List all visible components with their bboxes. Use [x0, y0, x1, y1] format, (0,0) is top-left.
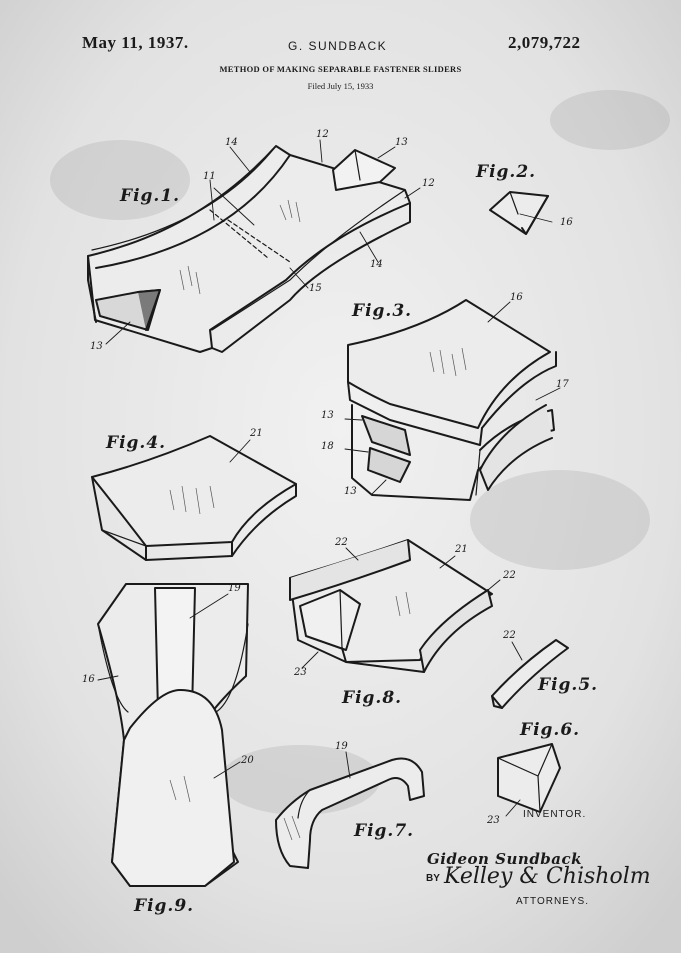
fig8-drawing — [289, 539, 493, 673]
ref-numeral: 16 — [560, 217, 573, 228]
ref-numeral: 21 — [455, 544, 468, 555]
patent-inventor: G. SUNDBACK — [288, 39, 388, 53]
fig3-label: Fig.3. — [352, 301, 413, 321]
ref-numeral: 22 — [503, 630, 516, 641]
patent-date: May 11, 1937. — [82, 33, 189, 52]
ref-numeral: 13 — [395, 137, 408, 148]
fig2-drawing — [489, 191, 553, 235]
ref-numeral: 16 — [510, 292, 523, 303]
fig9-leaders — [97, 593, 241, 779]
ref-numeral: 21 — [250, 428, 263, 439]
ref-numeral: 14 — [370, 259, 383, 270]
fig1-drawing — [87, 145, 411, 353]
fig7-label: Fig.7. — [354, 821, 415, 841]
ref-numeral: 23 — [294, 667, 307, 678]
patent-title: METHOD OF MAKING SEPARABLE FASTENER SLID… — [219, 64, 462, 74]
inventor-name: Gideon Sundback — [427, 850, 583, 868]
fig4-drawing — [91, 435, 297, 561]
ref-numeral: 13 — [344, 486, 357, 497]
fig5-label: Fig.5. — [538, 675, 599, 695]
ref-numeral: 20 — [241, 755, 254, 766]
ref-numeral: 19 — [228, 583, 241, 594]
attorney-signature: Kelley & Chisholm — [444, 864, 651, 889]
fig1-leaders — [105, 139, 421, 345]
ref-numeral: 12 — [422, 178, 435, 189]
fig8-leaders — [301, 547, 501, 669]
inventor-label: INVENTOR. — [523, 809, 587, 820]
fig6-label: Fig.6. — [520, 720, 581, 740]
ref-numeral: 22 — [335, 537, 348, 548]
ref-numeral: 13 — [90, 341, 103, 352]
shading-hatch — [169, 199, 467, 841]
ref-numeral: 18 — [321, 441, 334, 452]
paper-stains — [50, 90, 670, 815]
fig1-label: Fig.1. — [120, 186, 181, 206]
fig2-label: Fig.2. — [476, 162, 537, 182]
fig3-drawing — [347, 299, 557, 501]
fig7-drawing — [275, 757, 425, 869]
fig9-label: Fig.9. — [134, 896, 195, 916]
patent-number: 2,079,722 — [508, 33, 581, 52]
fig9-drawing — [97, 583, 249, 887]
fig5-drawing — [491, 639, 569, 709]
ref-numeral: 15 — [309, 283, 322, 294]
fig3-leaders — [344, 301, 561, 495]
ref-numeral: 14 — [225, 137, 238, 148]
by-label: BY — [426, 873, 440, 884]
fig8-label: Fig.8. — [342, 688, 403, 708]
filing-date: Filed July 15, 1933 — [307, 81, 374, 91]
ref-numeral: 13 — [321, 410, 334, 421]
ref-numeral: 12 — [316, 129, 329, 140]
ref-numeral: 17 — [556, 379, 569, 390]
fig6-drawing — [497, 743, 561, 813]
ref-numeral: 22 — [503, 570, 516, 581]
fig4-label: Fig.4. — [106, 433, 167, 453]
ref-numeral: 11 — [203, 171, 216, 182]
ref-numeral: 19 — [335, 741, 348, 752]
ref-numeral: 23 — [487, 815, 500, 826]
attorneys-label: ATTORNEYS. — [516, 896, 589, 907]
ref-numeral: 16 — [82, 674, 95, 685]
